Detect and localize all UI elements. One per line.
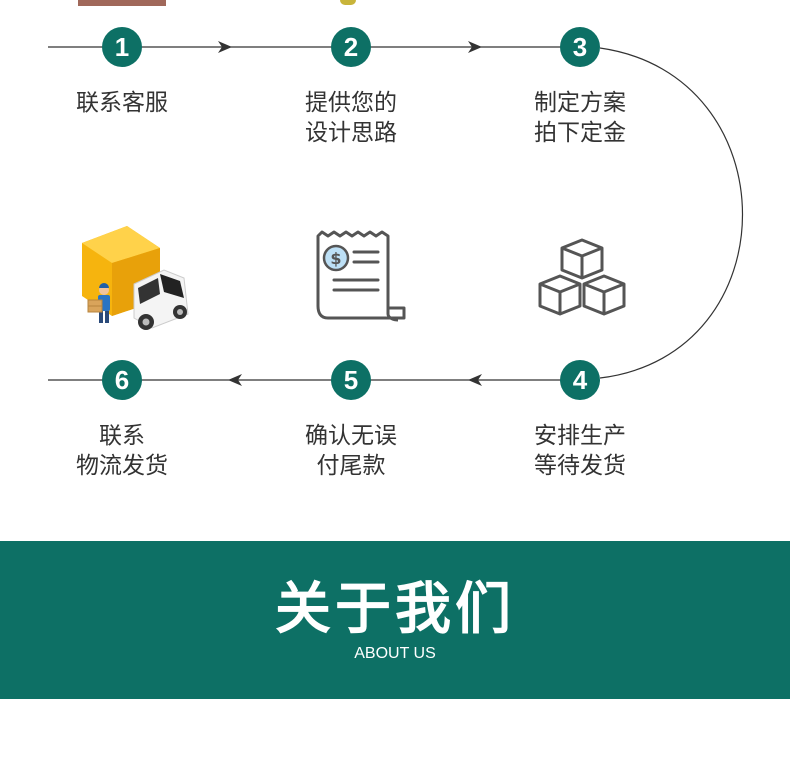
step-3-number: 3 <box>560 27 600 67</box>
step-3-label-line1: 制定方案 <box>534 90 626 116</box>
step-4-label-line1: 安排生产 <box>534 423 626 449</box>
delivery-truck-icon <box>82 226 189 330</box>
step-6-label-line1: 联系 <box>99 423 145 449</box>
step-3-label-line2: 拍下定金 <box>534 120 626 146</box>
step-3-label: 制定方案 拍下定金 <box>500 88 660 148</box>
arrow-right-1 <box>218 41 232 53</box>
banner-title: 关于我们 <box>275 577 515 642</box>
step-5-label-line1: 确认无误 <box>305 423 397 449</box>
banner-subtitle: ABOUT US <box>354 645 436 662</box>
step-2-label-line1: 提供您的 <box>305 90 397 116</box>
step-6-label-line2: 物流发货 <box>76 453 168 479</box>
top-cropped-image <box>78 0 166 6</box>
arrow-left-1 <box>228 374 242 386</box>
step-4-label-line2: 等待发货 <box>534 453 626 479</box>
stacked-boxes-icon <box>538 238 626 316</box>
step-5-label-line2: 付尾款 <box>316 453 386 479</box>
step-1-label: 联系客服 <box>42 88 202 118</box>
step-1-label-line1: 联系客服 <box>76 90 168 116</box>
arrow-left-2 <box>468 374 482 386</box>
step-2-label: 提供您的 设计思路 <box>271 88 431 148</box>
step-5-label: 确认无误 付尾款 <box>271 421 431 481</box>
svg-text:$: $ <box>330 249 341 268</box>
about-us-banner: 关于我们 ABOUT US <box>0 541 790 699</box>
connector-arc <box>599 47 744 379</box>
top-cropped-image-2 <box>340 0 356 5</box>
step-1-number: 1 <box>102 27 142 67</box>
step-2-number: 2 <box>331 27 371 67</box>
receipt-dollar-icon: $ <box>316 230 406 322</box>
step-6-number: 6 <box>102 360 142 400</box>
step-2-label-line2: 设计思路 <box>305 120 397 146</box>
step-5-number: 5 <box>331 360 371 400</box>
step-4-label: 安排生产 等待发货 <box>500 421 660 481</box>
step-4-number: 4 <box>560 360 600 400</box>
step-6-label: 联系 物流发货 <box>42 421 202 481</box>
arrow-right-2 <box>468 41 482 53</box>
